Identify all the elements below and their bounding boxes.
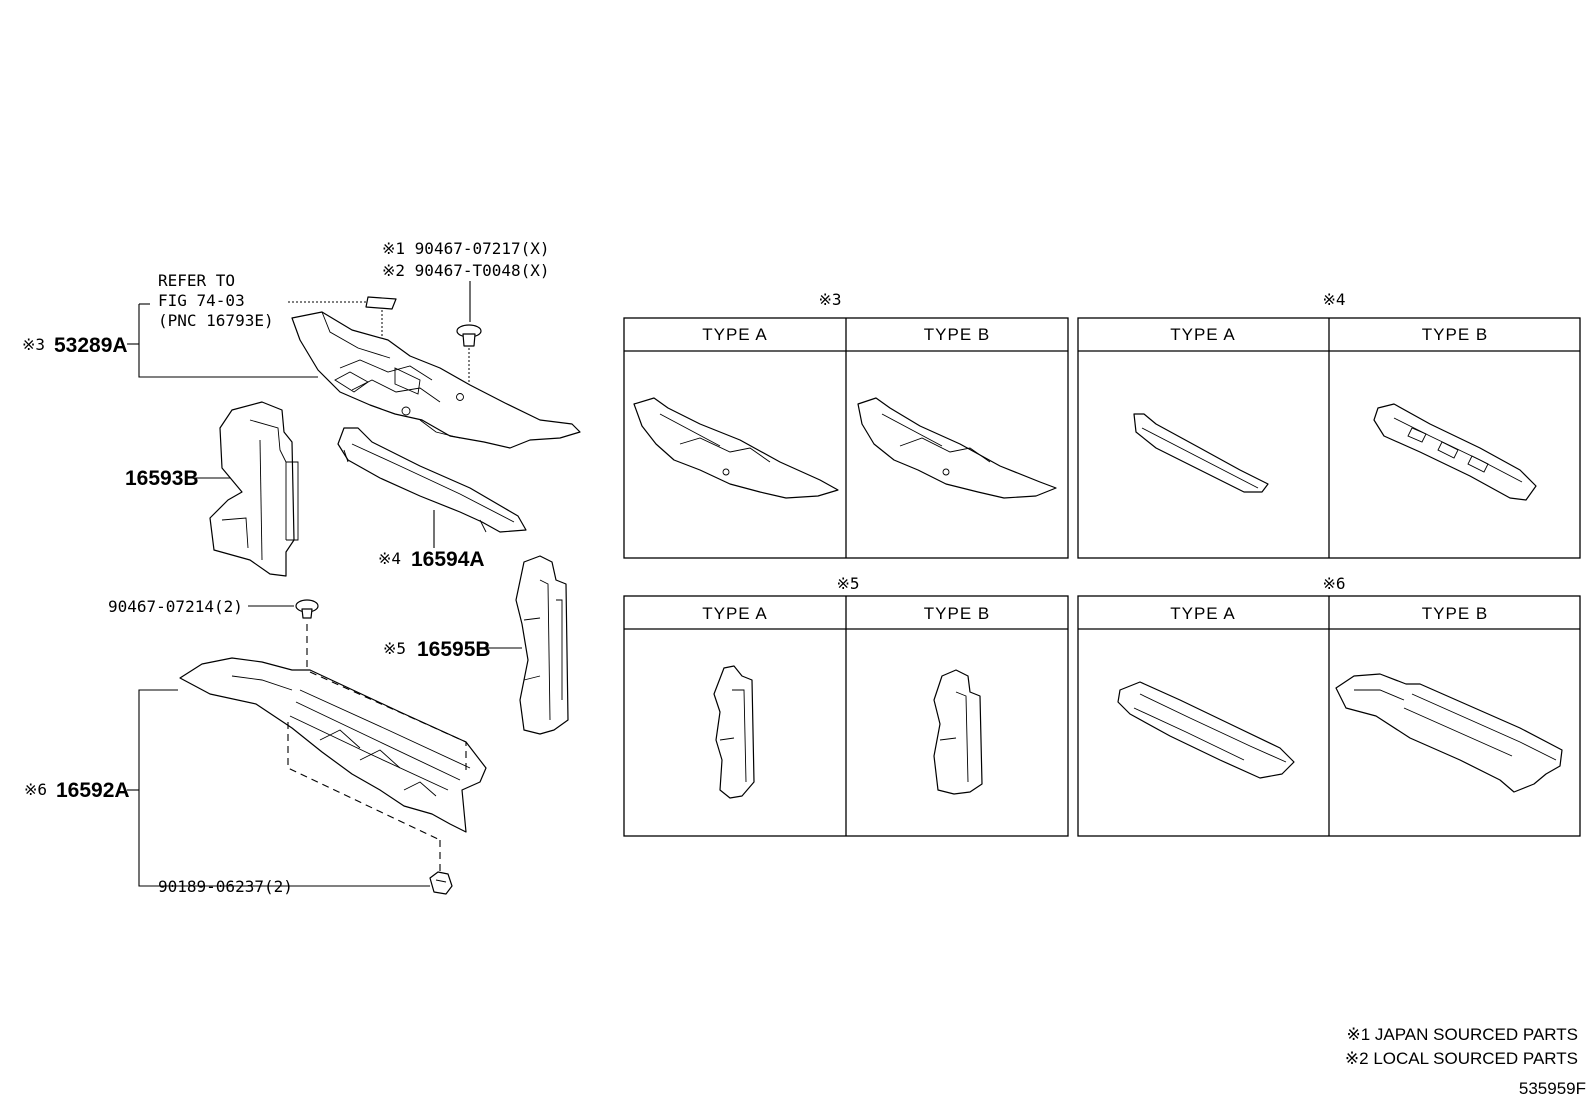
figure-id: 535959F bbox=[1519, 1079, 1586, 1098]
lower-seal-part bbox=[179, 657, 487, 833]
clip-90467-07214-icon bbox=[295, 599, 319, 619]
table-4-col-a: TYPE A bbox=[1170, 325, 1236, 344]
table-4: ※4 TYPE A TYPE B bbox=[1077, 290, 1581, 559]
callout-clip-1: ※1 90467-07217(X) bbox=[382, 239, 550, 258]
table-3: ※3 TYPE A TYPE B bbox=[623, 290, 1069, 559]
clip-fastener-icon bbox=[456, 324, 482, 347]
note-local-sourced: ※2 LOCAL SOURCED PARTS bbox=[1345, 1049, 1578, 1068]
dashed-outline-top bbox=[309, 671, 467, 770]
pad-part bbox=[365, 296, 397, 310]
nut-90189-icon bbox=[429, 871, 453, 895]
label-53289a: 53289A bbox=[54, 334, 128, 357]
label-16594a: 16594A bbox=[411, 548, 485, 571]
callout-clip-2: ※2 90467-T0048(X) bbox=[382, 261, 550, 280]
mark-53289a: ※3 bbox=[22, 335, 45, 354]
label-90467-07214: 90467-07214(2) bbox=[108, 597, 243, 616]
mark-16592a: ※6 bbox=[24, 780, 47, 799]
table-4-type-b-part bbox=[1373, 403, 1537, 501]
table-4-col-b: TYPE B bbox=[1422, 325, 1488, 344]
table-5-type-a-part bbox=[713, 665, 755, 799]
table-5-col-b: TYPE B bbox=[924, 604, 990, 623]
label-16592a: 16592A bbox=[56, 779, 130, 802]
side-seal-left-part bbox=[209, 401, 299, 577]
table-6-mark: ※6 bbox=[1322, 574, 1345, 593]
table-5-type-b-part bbox=[933, 669, 983, 795]
mark-16594a: ※4 bbox=[378, 549, 401, 568]
table-6-type-b-part bbox=[1335, 673, 1563, 793]
bracket-16592a bbox=[138, 689, 430, 887]
table-3-type-a-part bbox=[633, 397, 839, 499]
table-5-mark: ※5 bbox=[836, 574, 859, 593]
table-6-col-a: TYPE A bbox=[1170, 604, 1236, 623]
table-3-type-b-part bbox=[857, 397, 1057, 499]
label-16595b: 16595B bbox=[417, 638, 491, 661]
table-5-col-a: TYPE A bbox=[702, 604, 768, 623]
note-japan-sourced: ※1 JAPAN SOURCED PARTS bbox=[1346, 1025, 1578, 1044]
table-6-type-a-part bbox=[1117, 681, 1295, 779]
table-5: ※5 TYPE A TYPE B bbox=[623, 574, 1069, 837]
table-3-col-a: TYPE A bbox=[702, 325, 768, 344]
table-6: ※6 TYPE A TYPE B bbox=[1077, 574, 1581, 837]
label-16593b: 16593B bbox=[125, 467, 199, 490]
bracket-53289a bbox=[138, 304, 318, 378]
table-4-mark: ※4 bbox=[1322, 290, 1345, 309]
side-seal-right-part bbox=[515, 555, 569, 735]
table-3-col-b: TYPE B bbox=[924, 325, 990, 344]
refer-line-1: REFER TO bbox=[158, 271, 235, 290]
refer-line-3: (PNC 16793E) bbox=[158, 311, 274, 330]
table-4-type-a-part bbox=[1133, 413, 1269, 493]
label-90189-06237: 90189-06237(2) bbox=[158, 877, 293, 896]
dashed-outline-bottom bbox=[287, 722, 441, 841]
mark-16595b: ※5 bbox=[383, 639, 406, 658]
refer-line-2: FIG 74-03 bbox=[158, 291, 245, 310]
radiator-support-cover-part bbox=[291, 311, 581, 449]
table-3-mark: ※3 bbox=[818, 290, 841, 309]
table-6-col-b: TYPE B bbox=[1422, 604, 1488, 623]
seal-bar-part bbox=[337, 427, 527, 533]
